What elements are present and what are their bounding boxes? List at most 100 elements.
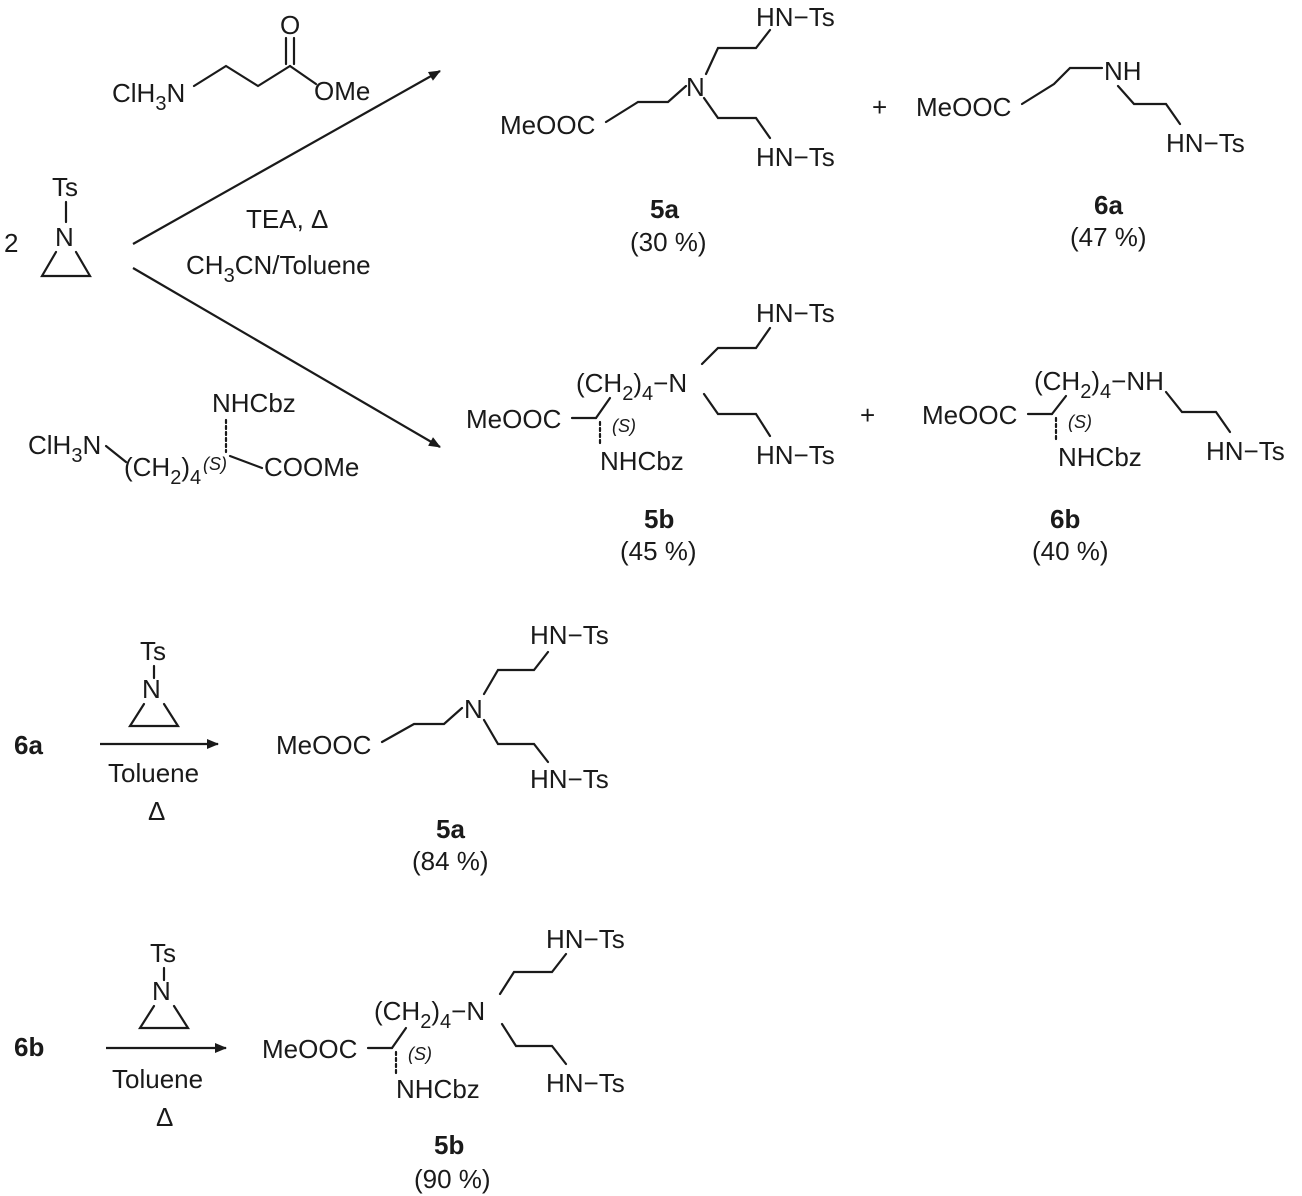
product-5b-structure: (CH2)4−N MeOOC (S) NHCbz HN−Ts HN−Ts xyxy=(466,298,835,476)
butyl-chain-label: (CH2)4 xyxy=(124,452,201,489)
aziridine-reagent: Ts N xyxy=(127,636,181,728)
cbz-amine-label: NHCbz xyxy=(396,1074,480,1104)
solvent-label: Toluene xyxy=(112,1064,203,1094)
cbz-amine-label: NHCbz xyxy=(212,388,296,418)
cbz-amine-label: NHCbz xyxy=(1058,442,1142,472)
alpha-chain-bond xyxy=(390,1026,408,1050)
tosyl-label: Ts xyxy=(150,938,176,968)
yield-5b: (45 %) xyxy=(620,536,697,566)
lower-ethyl-arm xyxy=(702,96,772,140)
ester-bond xyxy=(288,64,318,86)
sulfonamide-label: HN−Ts xyxy=(546,924,625,954)
butyl-chain-label: (CH2)4−NH xyxy=(1034,366,1164,403)
ester-label: MeOOC xyxy=(466,404,561,434)
sulfonamide-label: HN−Ts xyxy=(1166,128,1245,158)
propanoate-chain xyxy=(1020,66,1104,106)
upper-ethyl-arm xyxy=(704,28,772,76)
product-5a-structure: MeOOC N HN−Ts HN−Ts xyxy=(500,2,835,172)
alpha-chain-bond xyxy=(594,396,612,420)
aziridine-reagent: 2 Ts N xyxy=(4,172,92,278)
lower-reaction-arrow xyxy=(132,267,441,448)
alpha-chain-bond xyxy=(1050,394,1068,416)
aziridine-ring xyxy=(137,1004,191,1030)
upper-ethyl-arm xyxy=(700,326,772,366)
aziridine-ring xyxy=(40,250,92,278)
sulfonamide-label: HN−Ts xyxy=(530,764,609,794)
alanine-backbone xyxy=(192,64,292,88)
product-6b-structure: (CH2)4−NH MeOOC (S) NHCbz HN−Ts xyxy=(922,366,1285,472)
aziridine-reagent: Ts N xyxy=(137,938,191,1030)
propanoate-chain xyxy=(380,706,464,744)
product-6a-structure: MeOOC NH HN−Ts xyxy=(916,56,1245,158)
tosyl-label: Ts xyxy=(140,636,166,666)
upper-reaction-arrow xyxy=(132,70,441,245)
propanoate-chain xyxy=(604,84,688,124)
ester-label: MeOOC xyxy=(276,730,371,760)
sulfonamide-label: HN−Ts xyxy=(756,298,835,328)
yield-6b: (40 %) xyxy=(1032,536,1109,566)
stereo-descriptor: (S) xyxy=(612,416,636,436)
heat-symbol: Δ xyxy=(156,1102,173,1132)
product-5a-structure: MeOOC N HN−Ts HN−Ts xyxy=(276,620,609,794)
sulfonamide-label: HN−Ts xyxy=(756,440,835,470)
compound-label-5a: 5a xyxy=(436,814,465,844)
compound-label-6b: 6b xyxy=(1050,504,1080,534)
yield-6a: (47 %) xyxy=(1070,222,1147,252)
upper-ethyl-arm xyxy=(482,650,550,696)
compound-label-6a: 6a xyxy=(1094,190,1123,220)
aziridine-nitrogen: N xyxy=(55,222,74,252)
reactant-label-6a: 6a xyxy=(14,730,43,760)
stereo-descriptor: (S) xyxy=(408,1044,432,1064)
plus-sign: + xyxy=(872,92,887,122)
lower-ethyl-arm xyxy=(500,1022,568,1066)
conditions-tea-heat: TEA, Δ xyxy=(246,204,328,234)
ester-label: MeOOC xyxy=(500,110,595,140)
stereo-descriptor: (S) xyxy=(1068,412,1092,432)
secondary-amine-nh: NH xyxy=(1104,56,1142,86)
butyl-chain-label: (CH2)4−N xyxy=(576,368,687,405)
compound-label-5b: 5b xyxy=(644,504,674,534)
sulfonamide-label: HN−Ts xyxy=(530,620,609,650)
tertiary-amine-n: N xyxy=(686,72,705,102)
sulfonamide-label: HN−Ts xyxy=(1206,436,1285,466)
product-5b-structure: (CH2)4−N MeOOC (S) NHCbz HN−Ts HN−Ts xyxy=(262,924,625,1104)
butyl-chain-label: (CH2)4−N xyxy=(374,996,485,1033)
carbonyl-oxygen: O xyxy=(280,10,300,40)
reactant-label-6b: 6b xyxy=(14,1032,44,1062)
yield-5a: (30 %) xyxy=(630,227,707,257)
stoichiometric-coefficient: 2 xyxy=(4,228,18,258)
heat-symbol: Δ xyxy=(148,796,165,826)
solvent-label: Toluene xyxy=(108,758,199,788)
compound-label-5a: 5a xyxy=(650,194,679,224)
tosyl-label: Ts xyxy=(52,172,78,202)
sulfonamide-label: HN−Ts xyxy=(756,2,835,32)
ethyl-linker xyxy=(1116,84,1182,126)
alpha-carbon-bond xyxy=(228,454,264,470)
methoxy-label: OMe xyxy=(314,76,370,106)
compound-label-5b: 5b xyxy=(434,1130,464,1160)
lower-ethyl-arm xyxy=(482,718,550,764)
ethyl-linker xyxy=(1164,390,1232,434)
sulfonamide-label: HN−Ts xyxy=(546,1068,625,1098)
lower-ethyl-arm xyxy=(702,392,772,438)
cbz-amine-label: NHCbz xyxy=(600,446,684,476)
conditions-solvent: CH3CN/Toluene xyxy=(186,250,371,287)
n-chain-bond xyxy=(104,444,128,464)
beta-alanine-ester-reagent: ClH3N O OMe xyxy=(112,10,370,115)
aziridine-nitrogen: N xyxy=(142,674,161,704)
aziridine-ring xyxy=(127,702,181,728)
yield-5b-second: (90 %) xyxy=(414,1164,491,1194)
beta-alanine-salt-label: ClH3N xyxy=(112,78,185,115)
lysine-ester-reagent: NHCbz ClH3N (CH2)4 (S) COOMe xyxy=(28,388,359,489)
ammonium-label: ClH3N xyxy=(28,430,101,467)
sulfonamide-label: HN−Ts xyxy=(756,142,835,172)
stereo-descriptor: (S) xyxy=(203,454,227,474)
tertiary-amine-n: N xyxy=(464,694,483,724)
ester-label: MeOOC xyxy=(922,400,1017,430)
aziridine-nitrogen: N xyxy=(152,976,171,1006)
ester-label: MeOOC xyxy=(262,1034,357,1064)
plus-sign: + xyxy=(860,400,875,430)
ester-label: MeOOC xyxy=(916,92,1011,122)
upper-ethyl-arm xyxy=(498,952,568,996)
